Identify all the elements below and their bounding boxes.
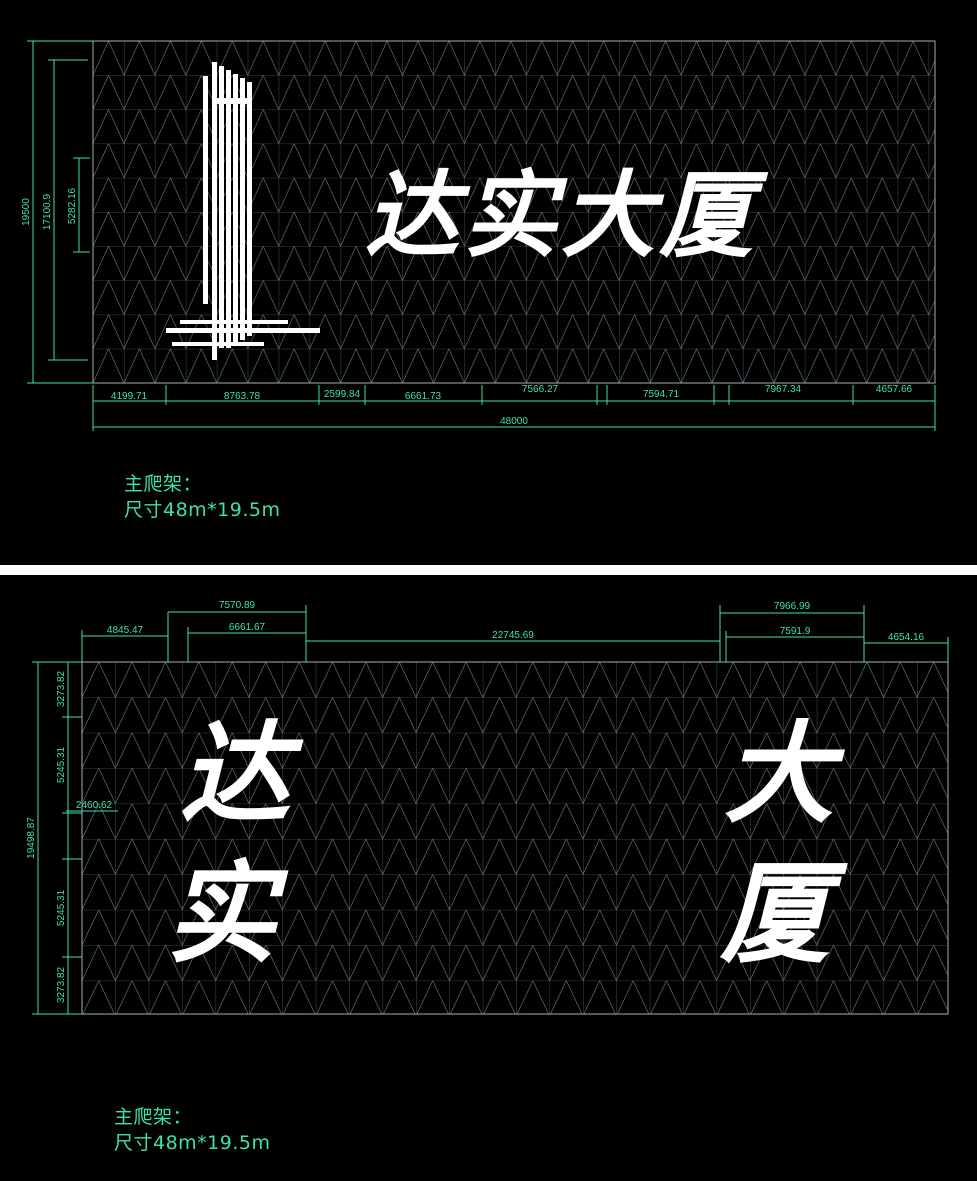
- dim-height-text: 5282.16: [67, 187, 78, 224]
- dim-top-3: 4845.47: [107, 625, 144, 636]
- dim-top-5: 7966.99: [774, 601, 811, 612]
- dim-height-total: 19500: [21, 198, 32, 226]
- char-sha: 厦: [719, 850, 848, 978]
- dim-top-4: 22745.69: [492, 630, 534, 641]
- bottom-dimension-labels: 4199.71 8763.78 2599.84 6661.73 7566.27 …: [111, 384, 913, 427]
- note-size: 尺寸48m*19.5m: [114, 1131, 271, 1154]
- dim-top-6: 7591.9: [780, 626, 811, 637]
- dim-top-1: 7570.89: [219, 600, 256, 611]
- bottom-dimension-lines: [92, 385, 936, 431]
- dim-bottom-2: 8763.78: [224, 391, 261, 402]
- scaffold-grid: [81, 661, 949, 1015]
- dim-height-inner: 17100.9: [42, 193, 53, 230]
- left-dimension-labels: 19498.87 3273.82 5245.31 2460.62 5245.31…: [26, 670, 113, 1003]
- dim-left-gap: 2460.62: [76, 800, 113, 811]
- dim-left-total: 19498.87: [26, 817, 37, 859]
- top-elevation-panel: 达实大厦 19500 17100.9 5282.16 4199.7: [0, 0, 977, 565]
- left-dimension-lines: [32, 661, 118, 1015]
- note-size: 尺寸48m*19.5m: [124, 498, 281, 521]
- dim-bottom-8: 4657.66: [876, 384, 913, 395]
- dim-top-2: 6661.67: [229, 622, 266, 633]
- left-dimension-lines: [27, 40, 93, 384]
- top-dimension-lines: [81, 605, 949, 662]
- top-dimension-labels: 7570.89 6661.67 4845.47 22745.69 7966.99…: [107, 600, 925, 643]
- char-da: 达: [180, 710, 304, 838]
- top-note: 主爬架： 尺寸48m*19.5m: [124, 472, 281, 523]
- tower-logo: [166, 62, 320, 360]
- bottom-elevation-drawing: 达 实 大 厦 7570.89 6661.67 4845.47 22745.69…: [26, 600, 949, 1015]
- dim-bottom-3: 2599.84: [324, 389, 361, 400]
- char-dai: 大: [724, 710, 846, 838]
- dim-bottom-7: 7967.34: [765, 384, 802, 395]
- dim-bottom-6: 7594.71: [643, 389, 680, 400]
- sign-text: 达实大厦: [365, 162, 769, 271]
- note-title: 主爬架：: [114, 1106, 193, 1128]
- dim-total-width: 48000: [500, 416, 528, 427]
- dim-bottom-5: 7566.27: [522, 384, 559, 395]
- dim-bottom-1: 4199.71: [111, 391, 148, 402]
- dim-top-7: 4654.16: [888, 632, 925, 643]
- bottom-elevation-panel: 达 实 大 厦 7570.89 6661.67 4845.47 22745.69…: [0, 575, 977, 1181]
- dim-bottom-4: 6661.73: [405, 391, 442, 402]
- dim-left-4: 5245.31: [56, 889, 67, 926]
- bottom-note: 主爬架： 尺寸48m*19.5m: [114, 1105, 271, 1156]
- top-elevation-drawing: 达实大厦 19500 17100.9 5282.16 4199.7: [21, 40, 936, 431]
- dim-left-2: 5245.31: [56, 746, 67, 783]
- dim-left-1: 3273.82: [56, 670, 67, 707]
- dim-left-5: 3273.82: [56, 966, 67, 1003]
- note-title: 主爬架：: [124, 473, 203, 495]
- char-shi: 实: [166, 850, 289, 978]
